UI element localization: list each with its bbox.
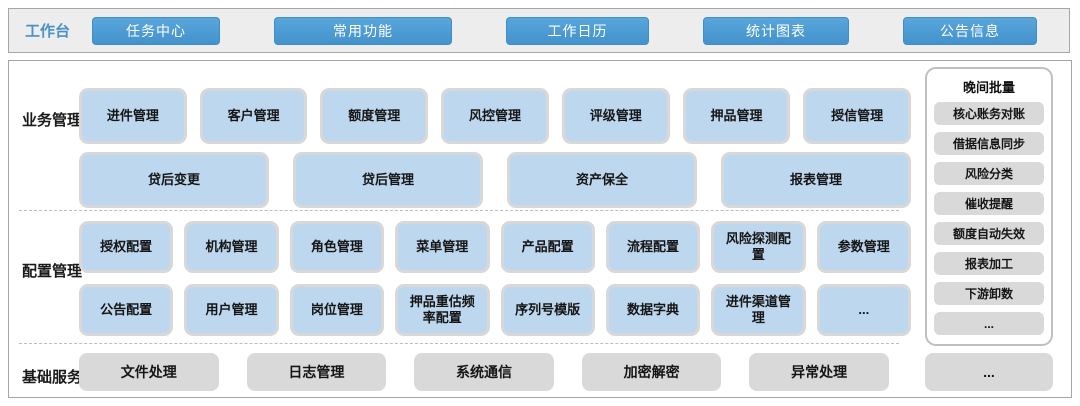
business-module-chip: 额度管理 bbox=[320, 88, 429, 144]
business-row-2: 贷后变更 贷后管理 资产保全 报表管理 bbox=[79, 152, 911, 208]
night-batch-item: 报表加工 bbox=[934, 252, 1044, 275]
config-module-chip: ... bbox=[816, 284, 911, 336]
config-module-chip: 流程配置 bbox=[605, 221, 701, 273]
night-batch-item: 催收提醒 bbox=[934, 192, 1044, 215]
night-batch-item: 下游卸数 bbox=[934, 282, 1044, 305]
night-batch-item: 额度自动失效 bbox=[934, 222, 1044, 245]
workbench-button[interactable]: 常用功能 bbox=[274, 16, 452, 45]
config-module-chip: 公告配置 bbox=[79, 284, 174, 336]
config-module-chip: 数据字典 bbox=[605, 284, 701, 336]
business-module-chip: 进件管理 bbox=[79, 88, 187, 144]
workbench-button[interactable]: 统计图表 bbox=[702, 16, 849, 45]
business-module-chip: 押品管理 bbox=[682, 88, 791, 144]
business-module-chip: 资产保全 bbox=[507, 152, 697, 208]
night-batch-item: 风险分类 bbox=[934, 162, 1044, 185]
section-label-config: 配置管理 bbox=[22, 263, 83, 280]
section-divider bbox=[19, 343, 899, 344]
base-service-chip: 日志管理 bbox=[246, 353, 387, 391]
config-module-chip: 授权配置 bbox=[79, 221, 174, 273]
night-batch-title: 晚间批量 bbox=[962, 80, 1015, 95]
base-service-chip: 系统通信 bbox=[414, 353, 554, 391]
base-service-chip: 文件处理 bbox=[79, 353, 219, 391]
config-module-chip: 机构管理 bbox=[184, 221, 279, 273]
base-service-chip: 加密解密 bbox=[581, 353, 722, 391]
section-label-base: 基础服务 bbox=[22, 369, 83, 386]
modules-panel: 业务管理 配置管理 基础服务 进件管理 客户管理 额度管理 风控管理 评级管理 … bbox=[8, 60, 1072, 398]
config-module-chip: 产品配置 bbox=[500, 221, 595, 273]
workbench-button[interactable]: 任务中心 bbox=[92, 16, 221, 45]
config-row-1: 授权配置 机构管理 角色管理 菜单管理 产品配置 流程配置 风险探测配置 参数管… bbox=[79, 221, 911, 273]
business-module-chip: 风控管理 bbox=[441, 88, 549, 144]
base-services-row: 文件处理 日志管理 系统通信 加密解密 异常处理 bbox=[79, 353, 889, 391]
night-batch-item: ... bbox=[934, 312, 1044, 335]
night-batch-item: 借据信息同步 bbox=[934, 132, 1044, 155]
business-module-chip: 贷后变更 bbox=[79, 152, 269, 208]
config-module-chip: 用户管理 bbox=[184, 284, 279, 336]
section-label-business: 业务管理 bbox=[22, 112, 83, 129]
config-module-chip: 岗位管理 bbox=[289, 284, 385, 336]
workbench-bar: 工作台 任务中心 常用功能 工作日历 统计图表 公告信息 bbox=[8, 8, 1070, 53]
config-module-chip: 进件渠道管理 bbox=[711, 284, 806, 336]
config-module-chip: 参数管理 bbox=[816, 221, 911, 273]
night-batch-panel: 晚间批量 核心账务对账 借据信息同步 风险分类 催收提醒 额度自动失效 报表加工… bbox=[925, 67, 1053, 346]
workbench-buttons: 任务中心 常用功能 工作日历 统计图表 公告信息 bbox=[92, 16, 1037, 45]
workbench-button[interactable]: 公告信息 bbox=[902, 16, 1037, 45]
business-module-chip: 贷后管理 bbox=[293, 152, 483, 208]
base-more-chip: ... bbox=[925, 353, 1053, 391]
config-row-2: 公告配置 用户管理 岗位管理 押品重估频率配置 序列号模版 数据字典 进件渠道管… bbox=[79, 284, 911, 336]
business-row-1: 进件管理 客户管理 额度管理 风控管理 评级管理 押品管理 授信管理 bbox=[79, 88, 912, 144]
config-module-chip: 押品重估频率配置 bbox=[395, 284, 490, 336]
business-module-chip: 客户管理 bbox=[199, 88, 308, 144]
config-module-chip: 菜单管理 bbox=[395, 221, 490, 273]
workbench-label: 工作台 bbox=[25, 23, 71, 40]
business-module-chip: 评级管理 bbox=[561, 88, 670, 144]
config-module-chip: 序列号模版 bbox=[500, 284, 595, 336]
config-module-chip: 风险探测配置 bbox=[711, 221, 806, 273]
section-divider bbox=[19, 210, 899, 211]
night-batch-item: 核心账务对账 bbox=[934, 102, 1044, 125]
base-service-chip: 异常处理 bbox=[749, 353, 889, 391]
config-module-chip: 角色管理 bbox=[289, 221, 385, 273]
night-batch-list: 核心账务对账 借据信息同步 风险分类 催收提醒 额度自动失效 报表加工 下游卸数… bbox=[934, 102, 1044, 335]
business-module-chip: 报表管理 bbox=[721, 152, 911, 208]
workbench-button[interactable]: 工作日历 bbox=[505, 16, 649, 45]
business-module-chip: 授信管理 bbox=[803, 88, 912, 144]
